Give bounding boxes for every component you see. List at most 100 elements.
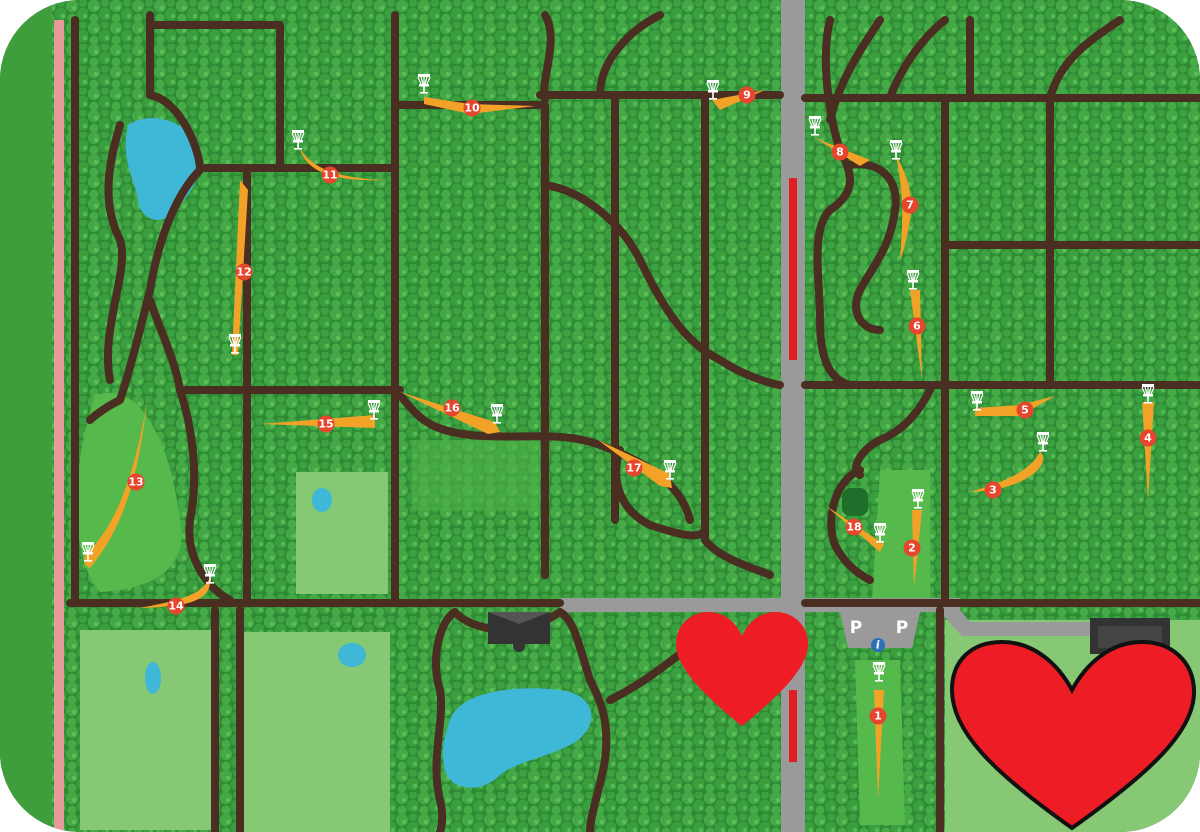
hole-marker[interactable]: 13 bbox=[127, 473, 145, 491]
disc-golf-basket-icon bbox=[228, 334, 242, 354]
hole-marker[interactable]: 17 bbox=[625, 459, 643, 477]
disc-golf-basket-icon bbox=[663, 460, 677, 480]
disc-golf-basket-icon bbox=[889, 140, 903, 160]
trail-curve-west-2 bbox=[146, 296, 234, 604]
hole-marker-circle bbox=[869, 707, 887, 725]
hole-marker[interactable]: 12 bbox=[235, 263, 253, 281]
pond-small-1 bbox=[312, 488, 332, 512]
hole-marker[interactable]: 5 bbox=[1016, 401, 1034, 419]
hole-number: 4 bbox=[1144, 432, 1152, 445]
heart-icon bbox=[949, 639, 1197, 831]
hole-marker-circle bbox=[625, 459, 643, 477]
lake-south bbox=[442, 688, 592, 788]
bike-path bbox=[54, 20, 64, 832]
hole-marker[interactable]: 7 bbox=[901, 196, 919, 214]
fairway-15 bbox=[260, 415, 375, 428]
disc-golf-basket-icon bbox=[970, 391, 984, 411]
dark-shelter bbox=[842, 488, 868, 516]
info-icon[interactable]: i bbox=[871, 638, 885, 652]
hole-number: 2 bbox=[908, 542, 916, 555]
west-grass-strip bbox=[0, 0, 52, 832]
fairway-13 bbox=[84, 395, 148, 568]
hole-marker[interactable]: 16 bbox=[443, 399, 461, 417]
hole-marker-circle bbox=[317, 415, 335, 433]
hole-marker[interactable]: 18 bbox=[845, 518, 863, 536]
hole-marker[interactable]: 14 bbox=[167, 597, 185, 615]
hole-marker-circle bbox=[463, 99, 481, 117]
trail-curve-northwest bbox=[86, 91, 204, 424]
hole-marker-circle bbox=[1016, 401, 1034, 419]
hole-marker[interactable]: 6 bbox=[908, 317, 926, 335]
parking-lot bbox=[840, 612, 920, 648]
hole-marker-circle bbox=[845, 518, 863, 536]
hole-number: 15 bbox=[318, 418, 333, 431]
disc-golf-basket-icon bbox=[873, 523, 887, 543]
trail-curve-mid-3 bbox=[612, 446, 709, 540]
info-label: i bbox=[876, 639, 880, 652]
road-median-north bbox=[789, 178, 797, 360]
parking-label-left: P bbox=[850, 618, 862, 638]
fairway-3 bbox=[970, 452, 1044, 492]
disc-golf-basket-icon bbox=[1036, 432, 1050, 452]
hole-marker[interactable]: 9 bbox=[738, 86, 756, 104]
trail-vert-2 bbox=[146, 21, 284, 169]
hole-number: 3 bbox=[989, 484, 997, 497]
hole-number: 11 bbox=[322, 169, 337, 182]
hole-number: 6 bbox=[913, 320, 921, 333]
hole-marker-circle bbox=[235, 263, 253, 281]
disc-golf-basket-icon bbox=[203, 564, 217, 584]
hole-marker[interactable]: 1 bbox=[869, 707, 887, 725]
disc-golf-basket-icon bbox=[367, 400, 381, 420]
pavilion-entrance bbox=[513, 640, 525, 652]
road-median-south bbox=[789, 690, 797, 762]
hole-marker[interactable]: 11 bbox=[321, 166, 339, 184]
trail-curve-mid-2 bbox=[540, 11, 555, 104]
hole-marker[interactable]: 4 bbox=[1139, 429, 1157, 447]
fairway-14 bbox=[140, 578, 211, 608]
field-southwest bbox=[80, 630, 215, 830]
trail-curve-east-6 bbox=[827, 466, 874, 584]
trails bbox=[66, 11, 1200, 832]
hole-number: 10 bbox=[464, 102, 480, 115]
trail-curve-east-4 bbox=[1046, 16, 1124, 102]
fairway-5 bbox=[975, 396, 1055, 416]
hole-marker-circle bbox=[831, 143, 849, 161]
fairway-4 bbox=[1142, 402, 1154, 500]
field-south-middle bbox=[240, 632, 390, 832]
hole-marker-circle bbox=[1139, 429, 1157, 447]
hole-marker-circle bbox=[167, 597, 185, 615]
hole-marker[interactable]: 15 bbox=[317, 415, 335, 433]
disc-golf-basket-icon bbox=[81, 542, 95, 562]
disc-golf-basket-icon bbox=[1141, 384, 1155, 404]
trail-curve-east-2 bbox=[826, 16, 884, 124]
trail-curve-mid-1 bbox=[541, 181, 784, 389]
hole-marker-circle bbox=[908, 317, 926, 335]
hole-number: 18 bbox=[846, 521, 861, 534]
hole-number: 1 bbox=[874, 710, 882, 723]
disc-golf-basket-icon bbox=[872, 662, 886, 682]
heart-icon bbox=[676, 612, 808, 726]
fairway-clearing-17 bbox=[412, 440, 540, 510]
trail-curve-east-7 bbox=[852, 386, 934, 479]
pond-small-2 bbox=[338, 643, 366, 667]
parking-area: P P i bbox=[850, 618, 908, 652]
disc-golf-basket-icon bbox=[906, 270, 920, 290]
trail-curve-east-5 bbox=[846, 160, 900, 334]
hole-marker-circle bbox=[443, 399, 461, 417]
disc-golf-basket-icon bbox=[490, 404, 504, 424]
hole-marker[interactable]: 8 bbox=[831, 143, 849, 161]
hole-marker[interactable]: 10 bbox=[463, 99, 481, 117]
hole-number: 8 bbox=[836, 146, 844, 159]
trail-curve-east-3 bbox=[886, 16, 949, 102]
hole-marker[interactable]: 3 bbox=[984, 481, 1002, 499]
hole-marker[interactable]: 2 bbox=[903, 539, 921, 557]
hole-marker-circle bbox=[321, 166, 339, 184]
hole-number: 17 bbox=[626, 462, 641, 475]
disc-golf-basket-icon bbox=[417, 74, 431, 94]
trail-curve-mid-4 bbox=[701, 536, 774, 579]
trail-curve-south-2 bbox=[556, 608, 611, 832]
hole-number: 13 bbox=[128, 476, 143, 489]
